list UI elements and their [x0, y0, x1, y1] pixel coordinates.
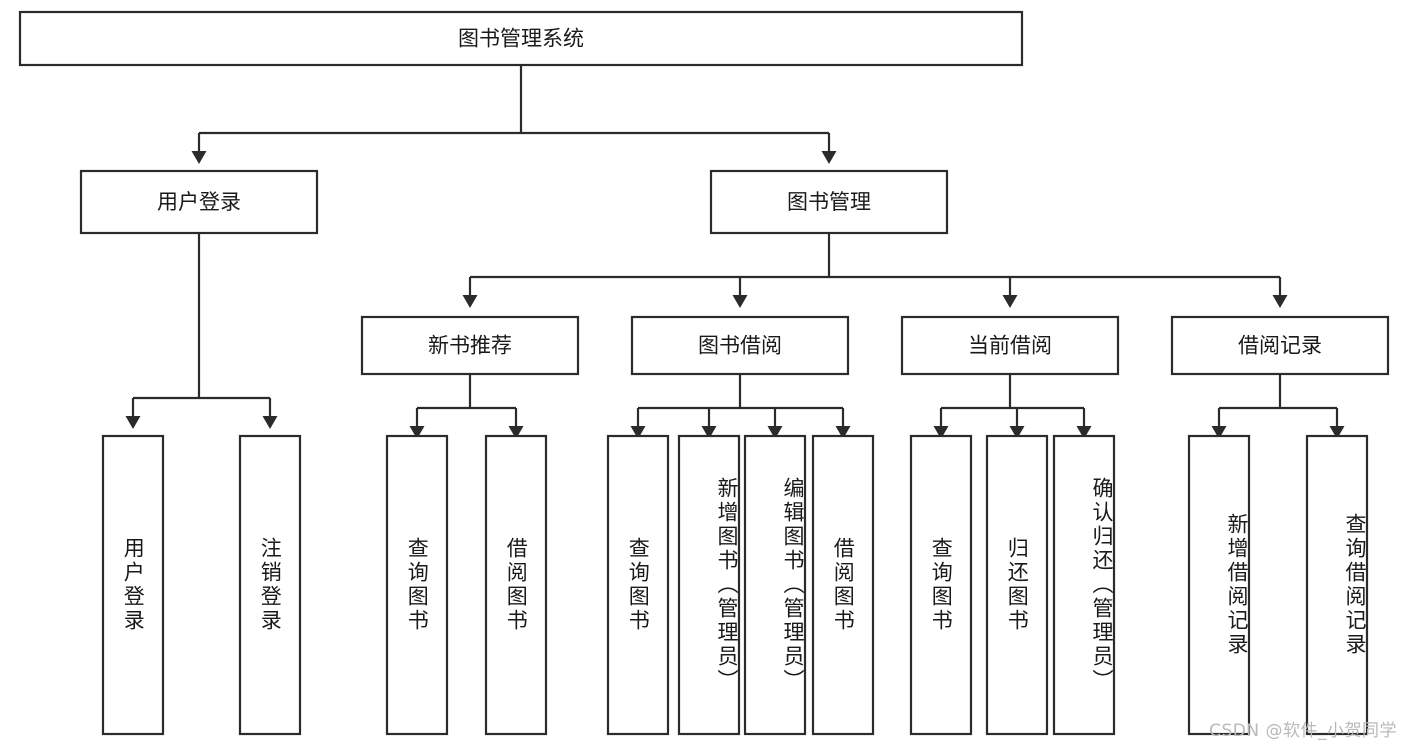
arrow-head-icon: [1009, 426, 1025, 439]
leaf-box-leaf-edit-book-admin[interactable]: [743, 434, 807, 736]
node-box-book-borrow[interactable]: [630, 315, 850, 376]
node-label-book-management: 图书管理: [787, 190, 871, 214]
leaf-box-leaf-add-book-admin[interactable]: [677, 434, 741, 736]
arrow-head-icon: [409, 426, 425, 439]
node-box-new-book-recommend[interactable]: [360, 315, 580, 376]
connector-new-book-recommend-to-leaves: [409, 374, 524, 439]
leaf-box-leaf-add-borrow-record[interactable]: [1187, 434, 1251, 736]
node-label-book-borrow: 图书借阅: [698, 334, 782, 358]
arrow-head-icon: [630, 426, 646, 439]
node-label-new-book-recommend: 新书推荐: [428, 334, 512, 358]
arrow-head-icon: [125, 416, 141, 429]
arrow-head-icon: [508, 426, 524, 439]
arrow-head-icon: [1076, 426, 1092, 439]
node-box-user-login[interactable]: [79, 169, 319, 235]
connector-book-management-to-level3: [462, 233, 1288, 308]
node-box-borrow-record[interactable]: [1170, 315, 1390, 376]
arrow-head-icon: [732, 295, 748, 308]
leaf-box-leaf-return-book[interactable]: [985, 434, 1049, 736]
connector-root-to-level2: [191, 65, 837, 164]
arrow-head-icon: [1002, 295, 1018, 308]
connector-user-login-to-leaves: [125, 233, 278, 429]
arrow-head-icon: [701, 426, 717, 439]
arrow-head-icon: [1329, 426, 1345, 439]
arrow-head-icon: [1272, 295, 1288, 308]
connector-borrow-record-to-leaves: [1211, 374, 1345, 439]
node-box-root[interactable]: [18, 10, 1024, 67]
leaf-box-leaf-query-book-current[interactable]: [909, 434, 973, 736]
connector-current-borrow-to-leaves: [933, 374, 1092, 439]
arrow-head-icon: [767, 426, 783, 439]
arrow-head-icon: [262, 416, 278, 429]
leaf-box-leaf-query-book-recommend[interactable]: [385, 434, 449, 736]
arrow-head-icon: [933, 426, 949, 439]
arrow-head-icon: [821, 151, 837, 164]
leaf-box-leaf-borrow-book-borrow[interactable]: [811, 434, 875, 736]
node-label-user-login: 用户登录: [157, 190, 241, 214]
node-box-book-management[interactable]: [709, 169, 949, 235]
node-label-current-borrow: 当前借阅: [968, 334, 1052, 358]
boxes-layer: [18, 10, 1390, 736]
arrow-head-icon: [835, 426, 851, 439]
connector-book-borrow-to-leaves: [630, 374, 851, 439]
leaf-box-leaf-user-login[interactable]: [101, 434, 165, 736]
leaf-box-leaf-logout-login[interactable]: [238, 434, 302, 736]
leaf-box-leaf-borrow-book-recommend[interactable]: [484, 434, 548, 736]
arrow-head-icon: [1211, 426, 1227, 439]
arrow-head-icon: [462, 295, 478, 308]
node-label-root: 图书管理系统: [458, 27, 584, 51]
connectors-layer: [125, 65, 1345, 439]
leaf-box-leaf-confirm-return-admin[interactable]: [1052, 434, 1116, 736]
node-box-current-borrow[interactable]: [900, 315, 1120, 376]
leaf-box-leaf-query-book-borrow[interactable]: [606, 434, 670, 736]
watermark-text: CSDN @软件_小贺同学: [1209, 721, 1397, 741]
node-label-borrow-record: 借阅记录: [1238, 334, 1322, 358]
arrow-head-icon: [191, 151, 207, 164]
leaf-box-leaf-query-borrow-record[interactable]: [1305, 434, 1369, 736]
